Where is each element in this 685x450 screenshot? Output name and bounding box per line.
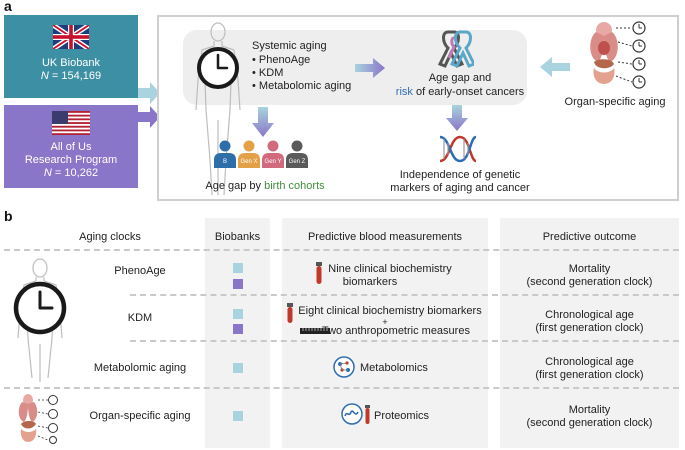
uk-biobank-square	[233, 411, 243, 421]
all-of-us-n: N = 10,262	[43, 167, 99, 179]
organs-icon	[590, 21, 646, 89]
independence-line1: Independence of genetic	[399, 169, 521, 181]
metabolomics-icon	[333, 356, 355, 378]
human-clock-icon	[195, 22, 241, 196]
uk-biobank-square	[233, 363, 243, 373]
generation-person-icon: Gen Y	[262, 140, 284, 168]
arrow-down-genetic	[446, 105, 468, 131]
systemic-item-2: • KDM	[252, 67, 284, 79]
outcome-phenoage-2: (second generation clock)	[526, 276, 653, 288]
uk-biobank-box: UK Biobank N = 154,169	[4, 15, 138, 98]
blood-tube-icon	[316, 262, 322, 284]
header-measures: Predictive blood measurements	[307, 231, 463, 243]
header-biobanks: Biobanks	[214, 231, 261, 243]
age-gap-line2: risk of early-onset cancers	[395, 86, 525, 98]
all-of-us-square	[233, 324, 243, 334]
generation-label: B	[223, 159, 227, 165]
outcome-organ-1: Mortality	[568, 404, 611, 416]
measure-metabolomics: Metabolomics	[360, 362, 428, 374]
systemic-item-1: • PhenoAge	[252, 54, 311, 66]
human-clock-icon-b	[13, 258, 67, 382]
generation-person-icon: Gen Z	[286, 140, 308, 168]
organ-specific-label: Organ-specific aging	[564, 96, 666, 108]
header-outcome: Predictive outcome	[542, 231, 637, 243]
cancer-ribbons-icon	[438, 30, 474, 68]
generation-label: Gen Z	[289, 159, 306, 165]
uk-biobank-square	[233, 263, 243, 273]
clock-phenoage: PhenoAge	[114, 265, 166, 277]
row-separator	[4, 249, 679, 251]
all-of-us-square	[233, 279, 243, 289]
measure-phenoage-2: biomarkers	[342, 276, 398, 288]
dna-icon	[439, 135, 477, 163]
measure-kdm-2: Two anthropometric measures	[322, 325, 470, 337]
measure-kdm-1: Eight clinical biochemistry biomarkers	[298, 305, 482, 317]
uk-flag-icon	[51, 23, 91, 53]
clock-kdm: KDM	[127, 312, 153, 324]
us-flag-icon	[52, 111, 90, 139]
row-separator	[130, 340, 679, 342]
systemic-item-3: • Metabolomic aging	[252, 80, 352, 92]
blood-tube-icon	[287, 303, 293, 323]
biobank-arrows	[138, 82, 160, 128]
cohorts-label: Age gap by birth cohorts	[205, 180, 325, 192]
all-of-us-name-2: Research Program	[24, 154, 118, 166]
outcome-phenoage-1: Mortality	[568, 263, 611, 275]
outcome-metabolomic-1: Chronological age	[545, 356, 634, 368]
generation-person-icon: Gen X	[238, 140, 260, 168]
row-separator	[4, 387, 679, 389]
measure-proteomics: Proteomics	[374, 410, 430, 422]
arrow-from-organ	[540, 57, 570, 77]
clock-metabolomic: Metabolomic aging	[93, 362, 187, 374]
panel-b-label: b	[4, 208, 13, 224]
generation-label: Gen X	[240, 159, 257, 165]
all-of-us-name-1: All of Us	[50, 141, 92, 153]
row-separator	[130, 294, 679, 296]
outcome-kdm-1: Chronological age	[545, 309, 634, 321]
header-aging-clocks: Aging clocks	[79, 231, 141, 243]
organs-icon-b	[18, 394, 58, 444]
outcome-metabolomic-2: (first generation clock)	[535, 369, 644, 381]
risk-highlight: risk	[395, 86, 413, 98]
clock-organ-specific: Organ-specific aging	[89, 410, 191, 422]
measure-kdm-plus: +	[382, 317, 388, 327]
uk-biobank-n: N = 154,169	[40, 70, 102, 82]
generation-person-icon: B	[214, 140, 236, 168]
panel-a-label: a	[4, 0, 12, 14]
ruler-icon	[300, 328, 330, 334]
generation-label: Gen Y	[265, 159, 282, 165]
proteomics-icon	[341, 403, 370, 425]
independence-line2: markers of aging and cancer	[390, 182, 530, 194]
measure-phenoage-1: Nine clinical biochemistry	[328, 263, 452, 275]
birth-cohorts-highlight: birth cohorts	[264, 180, 325, 192]
uk-biobank-square	[233, 309, 243, 319]
outcome-organ-2: (second generation clock)	[526, 417, 653, 429]
systemic-aging-title: Systemic aging	[252, 40, 327, 52]
outcome-kdm-2: (first generation clock)	[535, 322, 644, 334]
age-gap-line1: Age gap and	[428, 72, 492, 84]
arrow-to-age-gap	[355, 58, 385, 78]
uk-biobank-name: UK Biobank	[41, 57, 101, 69]
all-of-us-box: All of Us Research Program N = 10,262	[4, 105, 138, 188]
outcome-column-bg	[500, 218, 679, 448]
generation-icons: B Gen X Gen Y Gen Z	[213, 140, 313, 168]
arrow-down-cohorts	[252, 107, 274, 137]
